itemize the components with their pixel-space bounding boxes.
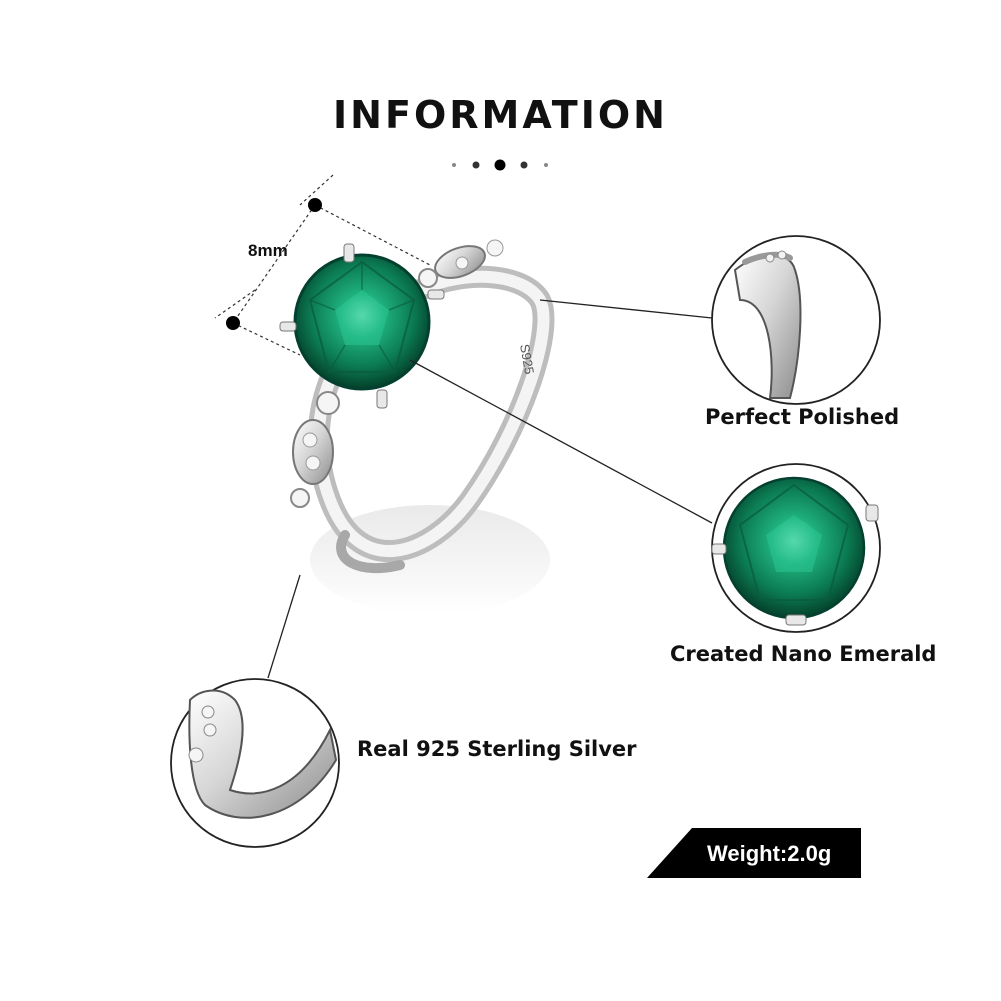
dimension-dot-top <box>308 198 322 212</box>
weight-label: Weight:2.0g <box>707 841 832 866</box>
detail-circle-polished <box>711 235 881 405</box>
dimension-dot-bottom <box>226 316 240 330</box>
metal-label: Real 925 Sterling Silver <box>357 737 637 761</box>
page-title: INFORMATION <box>333 93 668 137</box>
dimension-marker <box>214 174 431 356</box>
detail-circle-silver <box>170 678 340 848</box>
gem-size-label: 8mm <box>248 241 288 260</box>
emerald-stone <box>279 243 445 409</box>
side-stones-left <box>290 391 340 508</box>
ring-shadow <box>310 505 550 615</box>
detail-circle-emerald <box>711 463 881 633</box>
title-dots <box>452 159 548 171</box>
polish-label: Perfect Polished <box>705 405 900 429</box>
leader-lines <box>267 299 713 679</box>
hallmark-text: S925 <box>517 343 537 376</box>
weight-badge <box>647 828 861 878</box>
stone-label: Created Nano Emerald <box>670 642 937 666</box>
side-stones-right <box>418 239 504 288</box>
